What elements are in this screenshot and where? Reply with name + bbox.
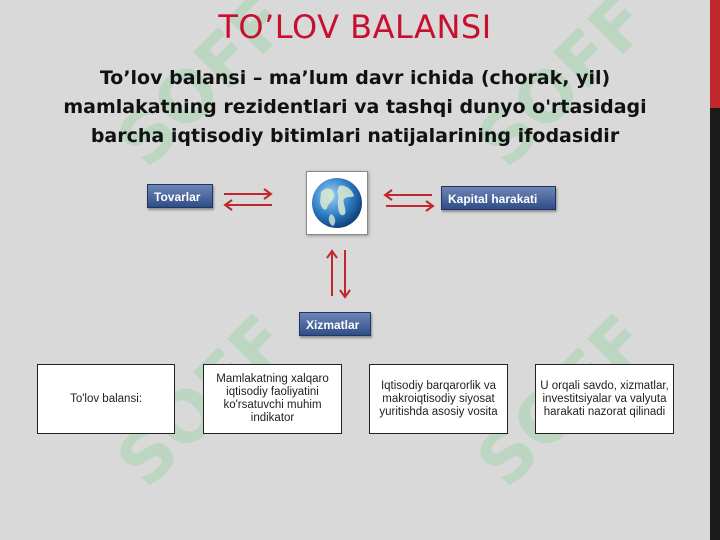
definition-text: To’lov balansi – ma’lum davr ichida (cho… [63, 67, 647, 147]
flow-box-4: U orqali savdo, xizmatlar, investitsiyal… [535, 364, 674, 434]
flow-box-2: Mamlakatning xalqaro iqtisodiy faoliyati… [203, 364, 342, 434]
label-tovarlar: Tovarlar [147, 184, 213, 208]
globe-icon [306, 171, 368, 235]
flow-box-1: To'lov balansi: [37, 364, 175, 434]
edge-accent-red [710, 0, 720, 108]
label-xizmatlar: Xizmatlar [299, 312, 371, 336]
flow-box-3: Iqtisodiy barqarorlik va makroiqtisodiy … [369, 364, 508, 434]
label-kapital-harakati: Kapital harakati [441, 186, 556, 210]
page-title: TO’LOV BALANSI [218, 8, 492, 46]
edge-accent-black [710, 108, 720, 540]
